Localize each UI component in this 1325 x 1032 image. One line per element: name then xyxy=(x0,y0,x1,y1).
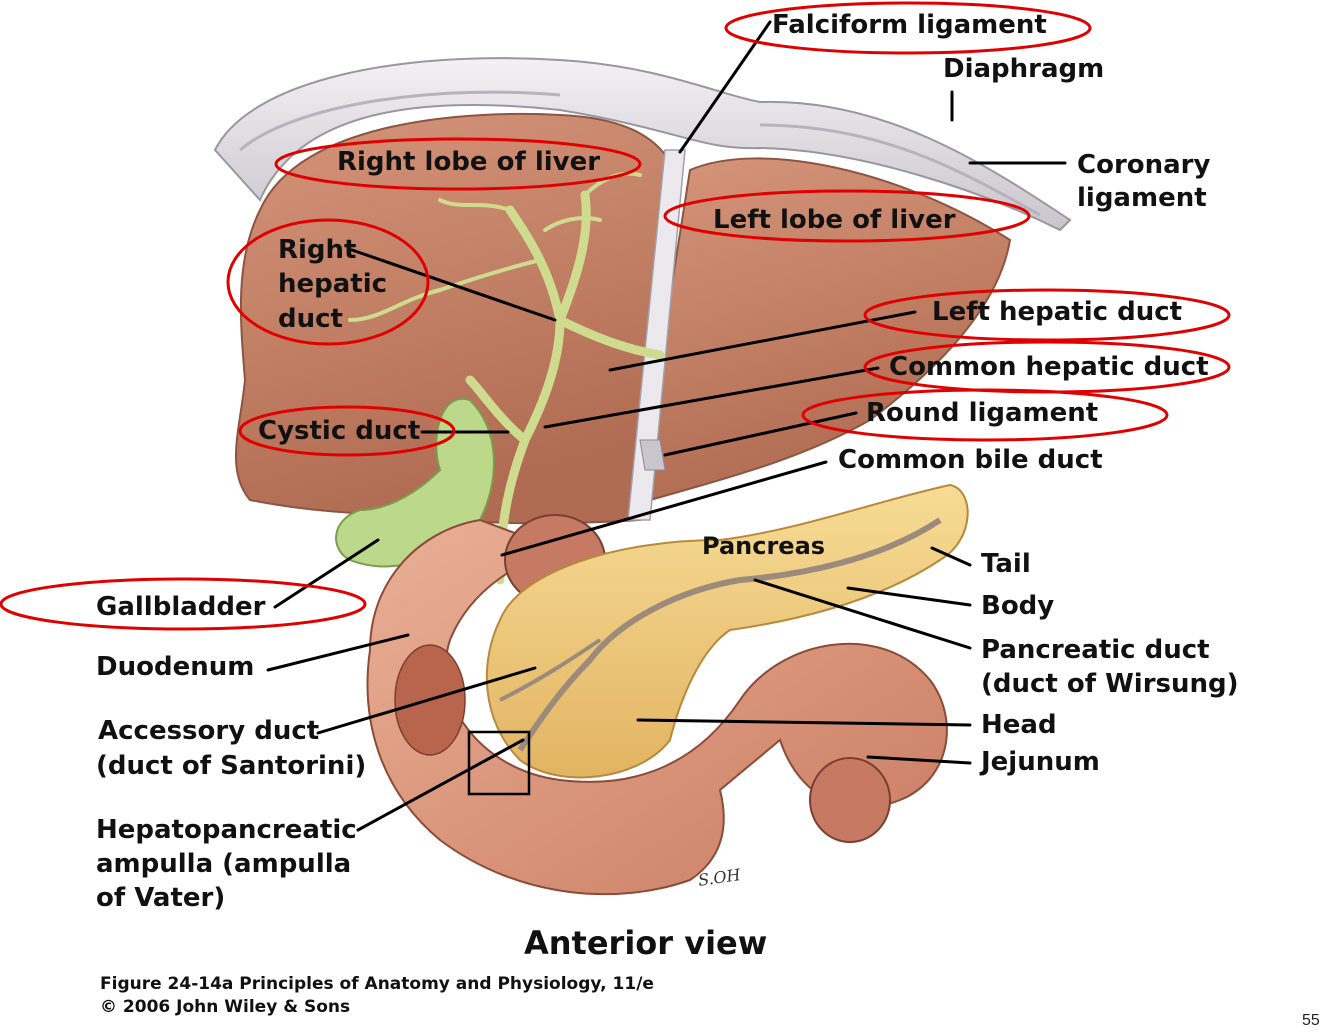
view-title: Anterior view xyxy=(524,924,768,962)
label-right-hepatic-line2: hepatic xyxy=(278,269,388,299)
jejunum-opening xyxy=(809,757,891,843)
slide-number: 55 xyxy=(1302,1012,1320,1029)
leader-lines xyxy=(266,20,1067,832)
label-coronary-ligament-line2: ligament xyxy=(1077,183,1207,213)
duodenum-shape xyxy=(366,518,948,896)
label-cystic-duct: Cystic duct xyxy=(258,416,421,446)
highlight-left-lobe xyxy=(663,189,1031,243)
highlight-right-hepatic-duct xyxy=(226,218,430,346)
round-ligament-shape xyxy=(639,439,666,471)
highlight-round-ligament xyxy=(801,388,1169,442)
label-ampulla-line1: Hepatopancreatic xyxy=(96,815,357,845)
label-coronary-ligament-line1: Coronary xyxy=(1077,150,1211,180)
label-accessory-duct-line2: (duct of Santorini) xyxy=(96,751,367,781)
highlight-falciform-ligament xyxy=(724,1,1092,55)
highlight-ellipses xyxy=(0,1,1231,631)
label-right-hepatic-line1: Right xyxy=(278,235,357,265)
highlight-gallbladder xyxy=(0,577,367,631)
label-round-ligament: Round ligament xyxy=(866,398,1099,428)
label-left-lobe: Left lobe of liver xyxy=(713,205,956,235)
label-gallbladder: Gallbladder xyxy=(96,592,266,622)
figure-caption-line2: © 2006 John Wiley & Sons xyxy=(100,997,351,1017)
label-duodenum: Duodenum xyxy=(96,652,255,682)
label-common-bile-duct: Common bile duct xyxy=(838,445,1103,475)
pancreatic-duct-shape xyxy=(517,517,942,752)
label-body: Body xyxy=(981,591,1055,621)
label-tail: Tail xyxy=(981,549,1031,579)
label-left-hepatic-duct: Left hepatic duct xyxy=(932,297,1183,327)
highlight-left-hepatic-duct xyxy=(863,288,1231,342)
diaphragm-shape xyxy=(213,57,1072,232)
label-ampulla-line3: of Vater) xyxy=(96,883,226,913)
label-head: Head xyxy=(981,710,1057,740)
gallbladder-shape xyxy=(335,397,495,568)
label-common-hepatic-duct: Common hepatic duct xyxy=(889,352,1209,382)
accessory-duct-shape xyxy=(499,638,602,702)
falciform-ligament-shape xyxy=(627,149,686,521)
label-right-lobe: Right lobe of liver xyxy=(337,147,601,177)
label-jejunum: Jejunum xyxy=(981,747,1100,777)
label-pancreas: Pancreas xyxy=(702,532,826,560)
label-falciform-ligament: Falciform ligament xyxy=(772,10,1047,40)
label-right-hepatic-line3: duct xyxy=(278,304,343,334)
label-ampulla-line2: ampulla (ampulla xyxy=(96,849,352,879)
label-pancreatic-duct-line1: Pancreatic duct xyxy=(981,635,1210,665)
figure-caption-line1: Figure 24-14a Principles of Anatomy and … xyxy=(100,974,654,994)
highlight-cystic-duct xyxy=(238,405,456,457)
ampulla-box xyxy=(467,730,531,796)
label-accessory-duct-line1: Accessory duct xyxy=(98,716,320,746)
label-diaphragm: Diaphragm xyxy=(943,54,1105,84)
highlight-right-lobe xyxy=(274,137,642,191)
label-pancreatic-duct-line2: (duct of Wirsung) xyxy=(981,669,1239,699)
